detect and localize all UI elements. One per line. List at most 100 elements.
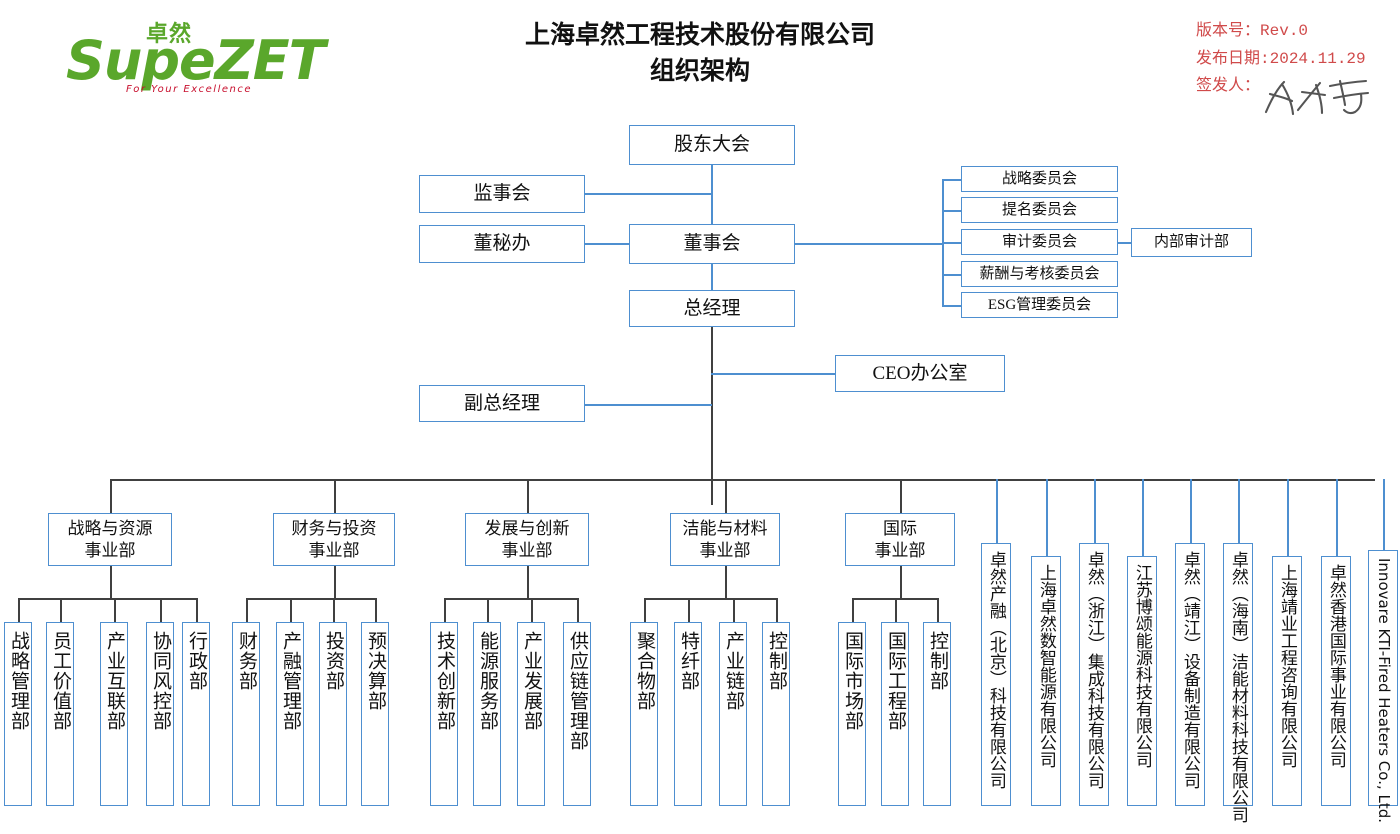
meta-date-value: 2024.11.29: [1269, 49, 1366, 68]
node-subsidiary-5[interactable]: 卓然（靖江）设备制造有限公司: [1175, 543, 1205, 806]
node-department-3-1[interactable]: 技术创新部: [430, 622, 458, 806]
node-label: 提名委员会: [1001, 201, 1077, 218]
subsidiary-label: 江苏博颂能源科技有限公司: [1132, 564, 1152, 768]
connector-deptbus-dept-1-1: [18, 598, 20, 622]
node-department-5-3[interactable]: 控制部: [923, 622, 951, 806]
node-subsidiary-7[interactable]: 上海靖业工程咨询有限公司: [1272, 556, 1302, 806]
connector-deptbus-dept-5-1: [852, 598, 854, 622]
node-department-5-1[interactable]: 国际市场部: [838, 622, 866, 806]
node-ceo-office[interactable]: CEO办公室: [835, 355, 1005, 392]
node-department-4-1[interactable]: 聚合物部: [630, 622, 658, 806]
connector-committee-remuneration-stub: [942, 274, 962, 276]
node-label: 战略委员会: [1001, 170, 1077, 187]
document-meta: 版本号：Rev.0 发布日期:2024.11.29 签发人：: [1196, 18, 1370, 115]
department-label: 控制部: [926, 631, 948, 691]
node-department-1-4[interactable]: 协同风控部: [146, 622, 174, 806]
connector-bus-subsidiary-2: [1046, 479, 1048, 556]
logo-wordmark-supe: Supe: [66, 29, 216, 92]
subsidiary-label: Innovare KTI-Fired Heaters Co., Ltd.: [1374, 558, 1393, 824]
node-department-1-1[interactable]: 战略管理部: [4, 622, 32, 806]
node-department-3-3[interactable]: 产业发展部: [517, 622, 545, 806]
connector-deptbus-dept-5-2: [895, 598, 897, 622]
connector-deptbus-dept-2-2: [290, 598, 292, 622]
connector-bus-subsidiary-5: [1190, 479, 1192, 543]
logo-wordmark-zet: ZET: [214, 29, 326, 92]
node-department-2-1[interactable]: 财务部: [232, 622, 260, 806]
connector-bus-subsidiary-3: [1094, 479, 1096, 543]
subsidiary-label: 卓然（靖江）设备制造有限公司: [1180, 551, 1200, 789]
node-committee-remuneration-appraisal[interactable]: 薪酬与考核委员会: [961, 261, 1118, 287]
node-division-5[interactable]: 国际事业部: [845, 513, 955, 566]
node-department-2-3[interactable]: 投资部: [319, 622, 347, 806]
connector-deptbus-dept-2-4: [375, 598, 377, 622]
connector-dept-bus-division-3: [444, 598, 577, 600]
meta-date-label: 发布日期:: [1196, 49, 1270, 68]
node-subsidiary-9[interactable]: Innovare KTI-Fired Heaters Co., Ltd.: [1368, 550, 1398, 823]
node-deputy-general-manager[interactable]: 副总经理: [419, 385, 585, 422]
node-subsidiary-8[interactable]: 卓然香港国际事业有限公司: [1321, 556, 1351, 806]
node-division-1[interactable]: 战略与资源事业部: [48, 513, 172, 566]
node-shareholders-meeting[interactable]: 股东大会: [629, 125, 795, 165]
node-department-1-2[interactable]: 员工价值部: [46, 622, 74, 806]
node-label: 董事会: [683, 233, 741, 255]
connector-deptbus-dept-4-2: [688, 598, 690, 622]
node-committee-esg-management[interactable]: ESG管理委员会: [961, 292, 1118, 318]
connector-bus-division-5: [900, 479, 902, 513]
department-label: 产业链部: [722, 631, 744, 711]
connector-bus-subsidiary-4: [1142, 479, 1144, 556]
connector-division-3-deptbus: [527, 566, 529, 598]
node-department-2-4[interactable]: 预决算部: [361, 622, 389, 806]
department-label: 供应链管理部: [566, 631, 588, 751]
connector-bus-subsidiary-1: [996, 479, 998, 543]
division-name-line2: 事业部: [308, 540, 360, 560]
node-division-4[interactable]: 洁能与材料事业部: [670, 513, 780, 566]
node-subsidiary-3[interactable]: 卓然（浙江）集成科技有限公司: [1079, 543, 1109, 806]
node-subsidiary-1[interactable]: 卓然产融（北京）科技有限公司: [981, 543, 1011, 806]
connector-division-4-deptbus: [725, 566, 727, 598]
node-label: 审计委员会: [1001, 233, 1077, 250]
node-committee-strategy[interactable]: 战略委员会: [961, 166, 1118, 192]
department-label: 技术创新部: [433, 631, 455, 731]
meta-version-value: Rev.0: [1260, 22, 1309, 40]
node-division-2[interactable]: 财务与投资事业部: [273, 513, 395, 566]
connector-deptbus-dept-5-3: [937, 598, 939, 622]
handwritten-signature-icon: [1264, 79, 1370, 115]
node-department-2-2[interactable]: 产融管理部: [276, 622, 304, 806]
node-department-1-5[interactable]: 行政部: [182, 622, 210, 806]
connector-deptbus-dept-3-4: [577, 598, 579, 622]
connector-dept-bus-division-4: [644, 598, 776, 600]
connector-deptbus-dept-4-4: [776, 598, 778, 622]
node-department-4-3[interactable]: 产业链部: [719, 622, 747, 806]
node-division-3[interactable]: 发展与创新事业部: [465, 513, 589, 566]
node-department-4-2[interactable]: 特纤部: [674, 622, 702, 806]
node-board-secretary-office[interactable]: 董秘办: [419, 225, 585, 263]
node-internal-audit-department[interactable]: 内部审计部: [1131, 228, 1252, 257]
connector-deptbus-dept-4-1: [644, 598, 646, 622]
node-subsidiary-6[interactable]: 卓然（海南）洁能材料科技有限公司: [1223, 543, 1253, 823]
node-department-1-3[interactable]: 产业互联部: [100, 622, 128, 806]
node-committee-audit[interactable]: 审计委员会: [961, 229, 1118, 255]
node-committee-nomination[interactable]: 提名委员会: [961, 197, 1118, 223]
node-general-manager[interactable]: 总经理: [629, 290, 795, 327]
connector-deptbus-dept-1-2: [60, 598, 62, 622]
node-department-4-4[interactable]: 控制部: [762, 622, 790, 806]
division-name-line1: 财务与投资: [291, 519, 377, 539]
department-label: 特纤部: [677, 631, 699, 691]
department-label: 国际市场部: [841, 631, 863, 731]
node-subsidiary-2[interactable]: 上海卓然数智能源有限公司: [1031, 556, 1061, 806]
connector-deptbus-dept-1-4: [160, 598, 162, 622]
node-department-5-2[interactable]: 国际工程部: [881, 622, 909, 806]
department-label: 战略管理部: [7, 631, 29, 731]
connector-bus-subsidiary-6: [1238, 479, 1240, 543]
node-subsidiary-4[interactable]: 江苏博颂能源科技有限公司: [1127, 556, 1157, 806]
node-supervisory-board[interactable]: 监事会: [419, 175, 585, 213]
division-name-line2: 事业部: [699, 540, 751, 560]
department-label: 员工价值部: [49, 631, 71, 731]
connector-gm-deputy: [585, 404, 712, 406]
node-department-3-2[interactable]: 能源服务部: [473, 622, 501, 806]
department-label: 控制部: [765, 631, 787, 691]
node-department-3-4[interactable]: 供应链管理部: [563, 622, 591, 806]
connector-supervisory-spine: [585, 193, 712, 195]
node-board-of-directors[interactable]: 董事会: [629, 224, 795, 264]
